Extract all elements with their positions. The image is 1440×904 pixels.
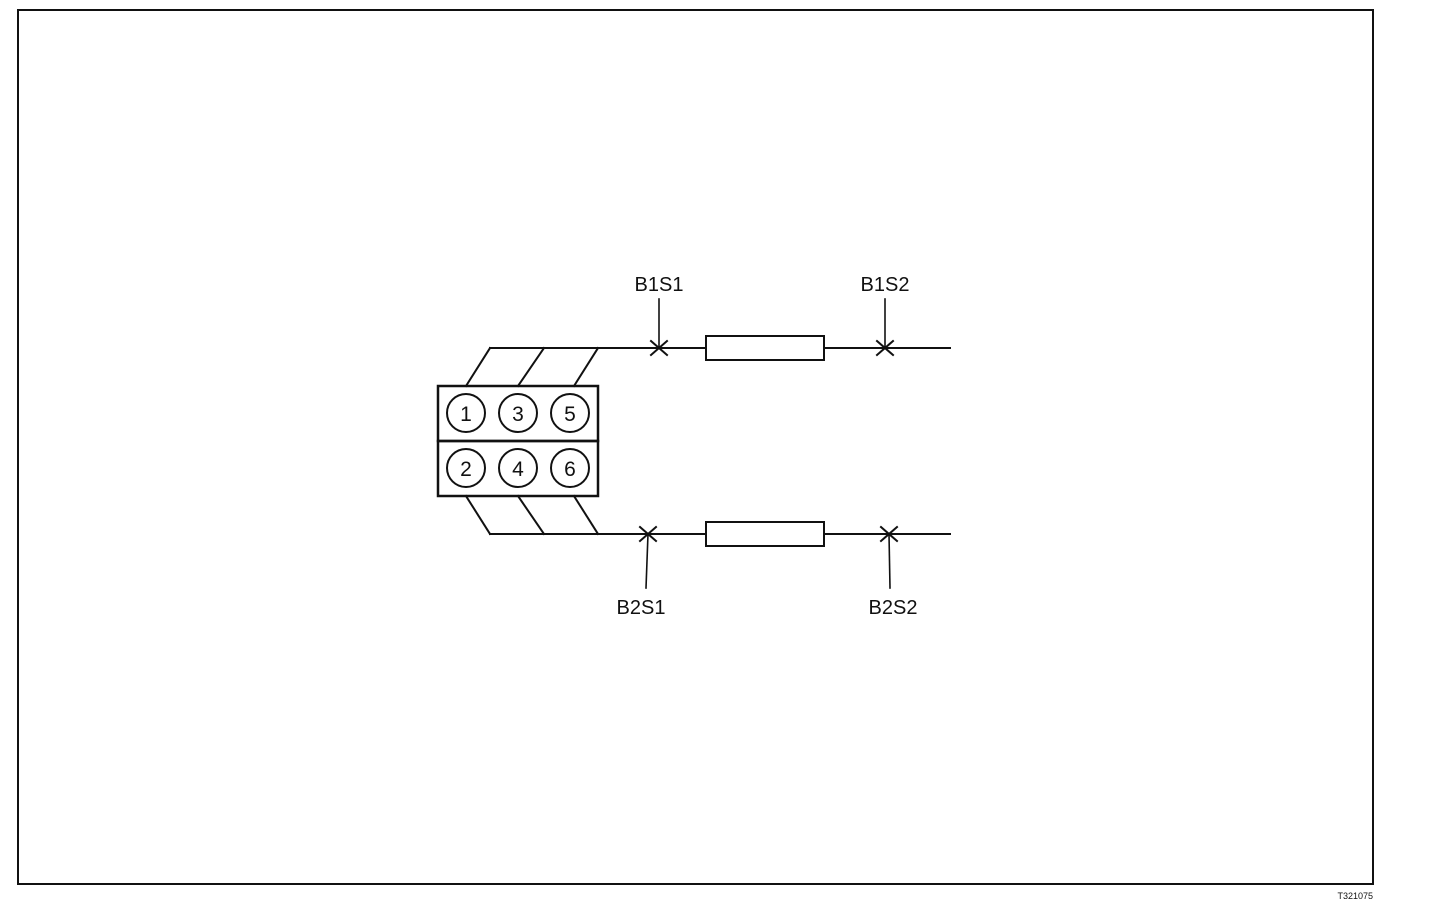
cylinder-3-label: 3 (512, 403, 524, 426)
bank1-runner (464, 346, 492, 388)
bank1-runner (516, 346, 546, 388)
bank2-exhaust (464, 494, 951, 547)
sensor-b2s2-label: B2S2 (869, 597, 918, 619)
bank1-catalytic-converter (705, 335, 825, 361)
sensor-b2s2: B2S2 (869, 525, 918, 619)
cylinder-1-label: 1 (460, 403, 472, 426)
cylinder-6-label: 6 (564, 458, 576, 481)
sensor-b2s2-mark (879, 525, 899, 543)
cylinder-5-circle (550, 393, 590, 433)
sensor-b2s1-mark (638, 525, 658, 543)
sensor-b2s2-leader (888, 533, 891, 589)
sensor-b2s1-label: B2S1 (617, 597, 666, 619)
bank1-runner (572, 346, 600, 388)
cylinder-5-label: 5 (564, 403, 576, 426)
sensor-b1s2-label: B1S2 (861, 274, 910, 296)
sensor-b1s1-mark (649, 339, 669, 357)
cylinder-1-circle (446, 393, 486, 433)
bank2-runner (516, 494, 546, 536)
cylinder-2-label: 2 (460, 458, 472, 481)
bank2-runner (572, 494, 600, 536)
cylinder-6-circle (550, 448, 590, 488)
diagram-frame (17, 9, 1374, 885)
cylinder-2-circle (446, 448, 486, 488)
cylinder-4-label: 4 (512, 458, 524, 481)
bank2-runner (464, 494, 492, 536)
sensor-b1s1: B1S1 (635, 274, 684, 357)
bank1-exhaust (464, 335, 951, 388)
sensor-b1s2: B1S2 (861, 274, 910, 357)
sensor-b1s1-label: B1S1 (635, 274, 684, 296)
sensor-b2s1: B2S1 (617, 525, 666, 619)
engine-block: 1 3 5 2 4 6 (436, 384, 600, 498)
bank2-catalytic-converter (705, 521, 825, 547)
cylinder-3-circle (498, 393, 538, 433)
sensor-b2s1-leader (645, 533, 649, 589)
figure-reference: T321075 (1337, 891, 1373, 901)
sensor-b1s2-mark (875, 339, 895, 357)
cylinder-4-circle (498, 448, 538, 488)
